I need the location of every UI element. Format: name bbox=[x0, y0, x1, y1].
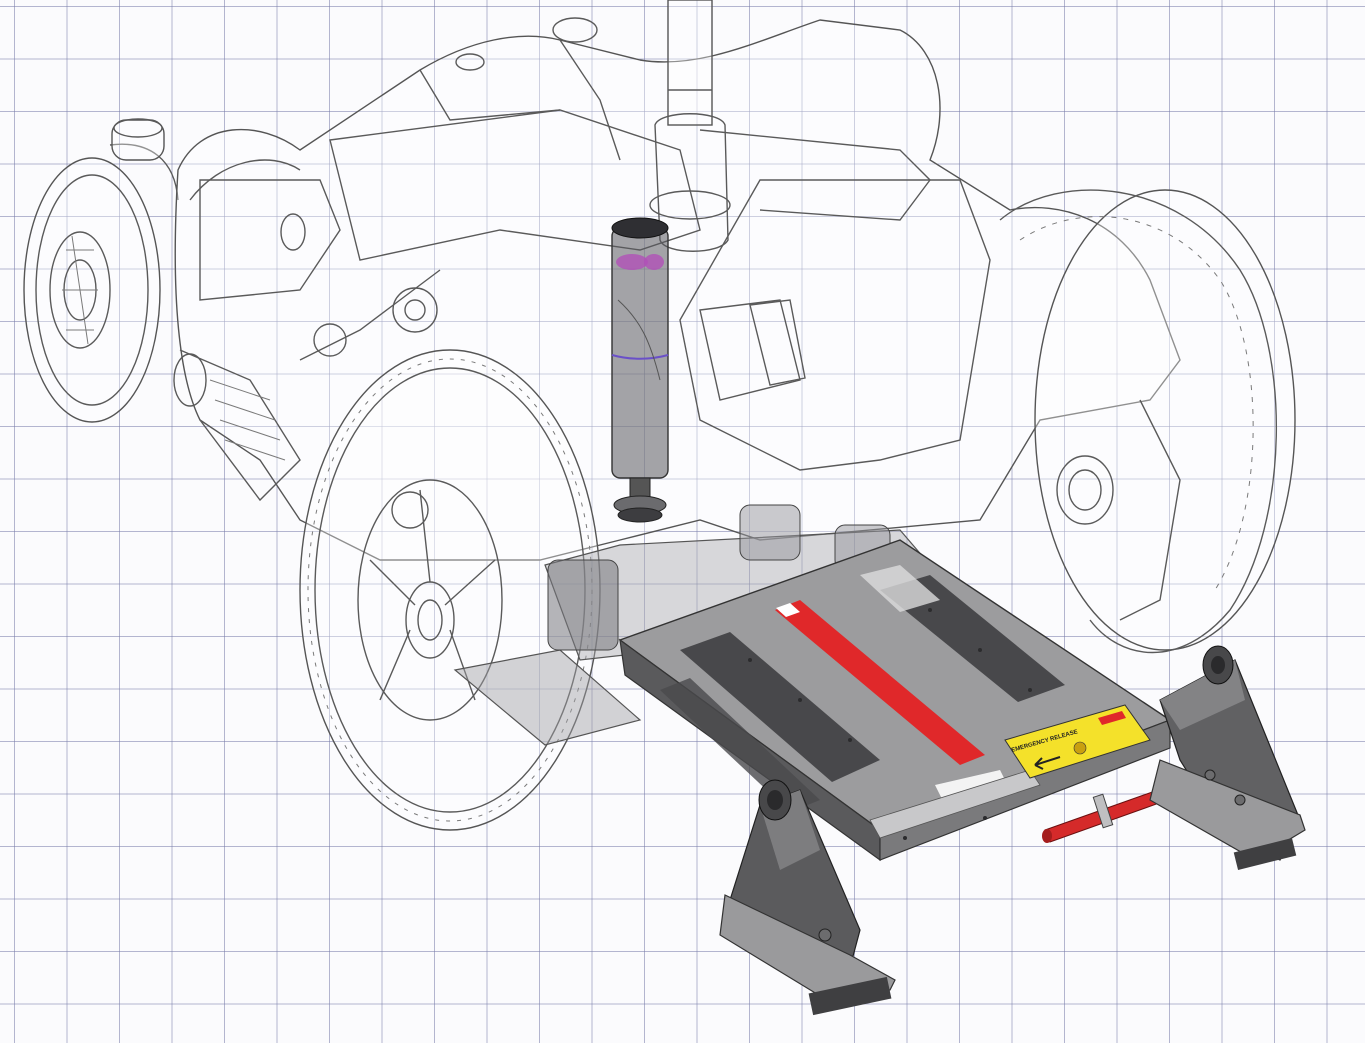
front-bracket bbox=[719, 779, 896, 1016]
power-wheelchair-outline bbox=[23, 0, 1296, 831]
seat-lift-actuator bbox=[611, 217, 669, 523]
tiller-column bbox=[649, 0, 731, 252]
seat-mounting-plate bbox=[453, 504, 1172, 862]
rear-bracket bbox=[1149, 645, 1306, 870]
chassis-shroud bbox=[173, 17, 1181, 561]
release-handle bbox=[1042, 789, 1163, 843]
left-caster-wheel bbox=[23, 118, 179, 423]
right-drive-wheel bbox=[999, 189, 1296, 654]
